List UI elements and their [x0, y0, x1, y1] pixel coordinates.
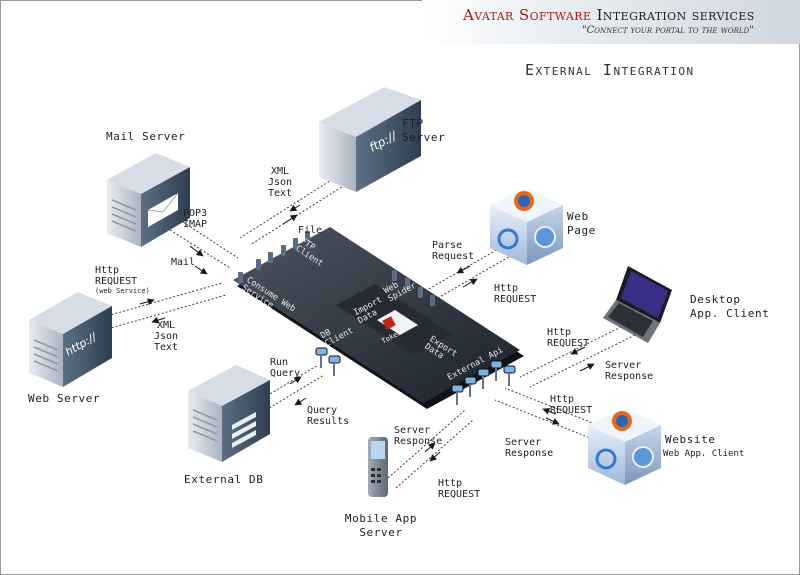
rq-line2: Query	[270, 368, 301, 379]
parse-line2: Request	[432, 251, 475, 262]
mail-server-icon	[107, 153, 190, 247]
ftp-server-icon: ftp://	[319, 87, 421, 192]
brand-name: Avatar Software	[463, 6, 592, 24]
envelope-icon	[148, 193, 178, 227]
database-server-icon	[188, 365, 270, 462]
xml2-line2: Json	[153, 331, 179, 342]
website-cube-icon	[588, 408, 661, 485]
sr3-line2: Response	[505, 448, 554, 459]
mail-label: Mail	[171, 257, 196, 268]
xml1-line3: Text	[267, 188, 293, 199]
diagram-title: External Integration	[525, 61, 695, 79]
brand-subtitle: Integration services	[596, 6, 755, 24]
sr1-line1: Server	[605, 360, 642, 371]
parse-line1: Parse	[432, 240, 463, 251]
mail-server-label: Mail Server	[106, 130, 186, 143]
http2-line2: REQUEST	[550, 405, 593, 416]
web-page-label-line2: Page	[567, 224, 596, 237]
http-ws-sub: (web Service)	[95, 287, 150, 295]
header-banner	[422, 0, 800, 44]
http2-line1: Http	[550, 394, 575, 405]
xml1-line1: XML	[270, 166, 290, 177]
xml2-line1: XML	[156, 320, 176, 331]
mobile-label-line1: Mobile App	[344, 512, 418, 525]
xml1-line2: Json	[267, 177, 293, 188]
mobile-label-line2: Server	[359, 526, 403, 539]
integration-hub-chip	[233, 227, 524, 409]
http-desk-line1: Http	[547, 327, 572, 338]
file-label: File	[298, 225, 323, 236]
laptop-icon	[603, 266, 672, 343]
browser-cube-icon	[490, 188, 563, 265]
http3-line1: Http	[438, 478, 463, 489]
website-sublabel: Web App. Client	[663, 449, 745, 459]
http1-line1: Http	[494, 283, 519, 294]
sr2-line2: Response	[394, 436, 443, 447]
http-ws-line1: Http	[95, 265, 120, 276]
rq-line1: Run	[270, 357, 289, 368]
http3-line2: REQUEST	[438, 489, 481, 500]
xml2-line3: Text	[153, 342, 179, 353]
pop3-line1: POP3	[183, 208, 208, 219]
web-server-label: Web Server	[28, 392, 101, 405]
sr2-line1: Server	[394, 425, 431, 436]
sr1-line2: Response	[605, 371, 654, 382]
brand-title: Avatar Software Integration services	[463, 6, 755, 24]
ftp-server-label-line1: FTP	[402, 117, 424, 130]
sr3-line1: Server	[505, 437, 542, 448]
pop3-line2: IMAP	[183, 219, 208, 230]
ftp-server-label-line2: Server	[402, 131, 446, 144]
web-page-label-line1: Web	[567, 210, 589, 223]
qr-line2: Results	[307, 416, 350, 427]
desktop-client-label-line1: Desktop	[690, 293, 741, 306]
mobile-phone-icon	[368, 437, 388, 497]
http-desk-line2: REQUEST	[547, 338, 590, 349]
http1-line2: REQUEST	[494, 294, 537, 305]
http-ws-line2: REQUEST	[95, 276, 138, 287]
external-db-label: External DB	[184, 473, 264, 486]
website-label: Website	[665, 433, 716, 446]
safari-logo-icon	[534, 226, 556, 248]
brand-tagline: "Connect your portal to the world"	[582, 25, 754, 36]
qr-line1: Query	[307, 405, 338, 416]
ie-logo-icon	[497, 228, 519, 250]
desktop-client-label-line2: App. Client	[690, 307, 770, 320]
web-server-icon: http://	[29, 292, 112, 387]
